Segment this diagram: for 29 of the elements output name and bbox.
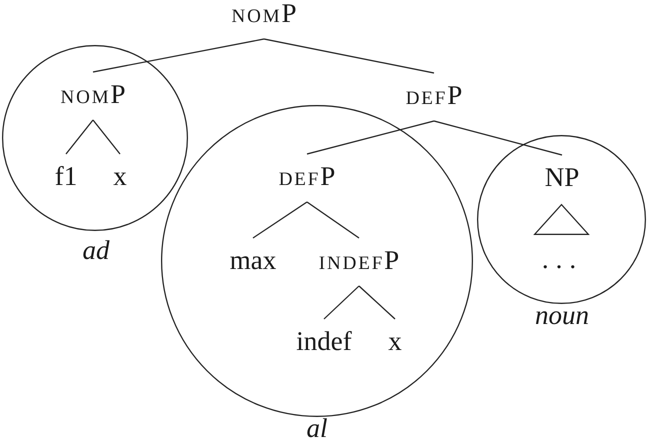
tree-branch-line bbox=[252, 202, 308, 238]
grouping-circle bbox=[160, 105, 472, 417]
tree-node-label: x bbox=[388, 319, 402, 367]
tree-node-label: max bbox=[230, 238, 276, 286]
circle-caption: noun bbox=[535, 305, 589, 325]
ellipsis-text: ... bbox=[540, 249, 584, 269]
tree-node-label: defP bbox=[404, 73, 464, 121]
tree-branch-line bbox=[92, 38, 264, 73]
tree-node-label: nomP bbox=[230, 1, 298, 39]
tree-branch-line bbox=[306, 120, 434, 155]
circle-caption: al bbox=[306, 418, 328, 438]
tree-node-label: defP bbox=[276, 154, 338, 202]
tree-node-label: indefP bbox=[316, 238, 402, 286]
tree-branch-line bbox=[264, 38, 434, 74]
tree-branch-line bbox=[358, 286, 396, 320]
tree-branch-line bbox=[434, 120, 562, 156]
tree-node-label: f1 bbox=[54, 154, 78, 202]
tree-node-label: nomP bbox=[58, 72, 128, 120]
tree-node-label: NP bbox=[544, 155, 580, 203]
tree-branch-line bbox=[92, 120, 120, 154]
tree-node-label: x bbox=[113, 154, 127, 202]
tree-branch-line bbox=[306, 202, 360, 238]
tree-branch-line bbox=[66, 120, 94, 154]
grouping-circle bbox=[476, 135, 646, 304]
triangle-symbol bbox=[534, 204, 589, 235]
circle-caption: ad bbox=[82, 240, 110, 260]
tree-branch-line bbox=[324, 286, 360, 320]
grouping-circle bbox=[2, 45, 188, 231]
tree-node-label: indef bbox=[296, 319, 352, 367]
